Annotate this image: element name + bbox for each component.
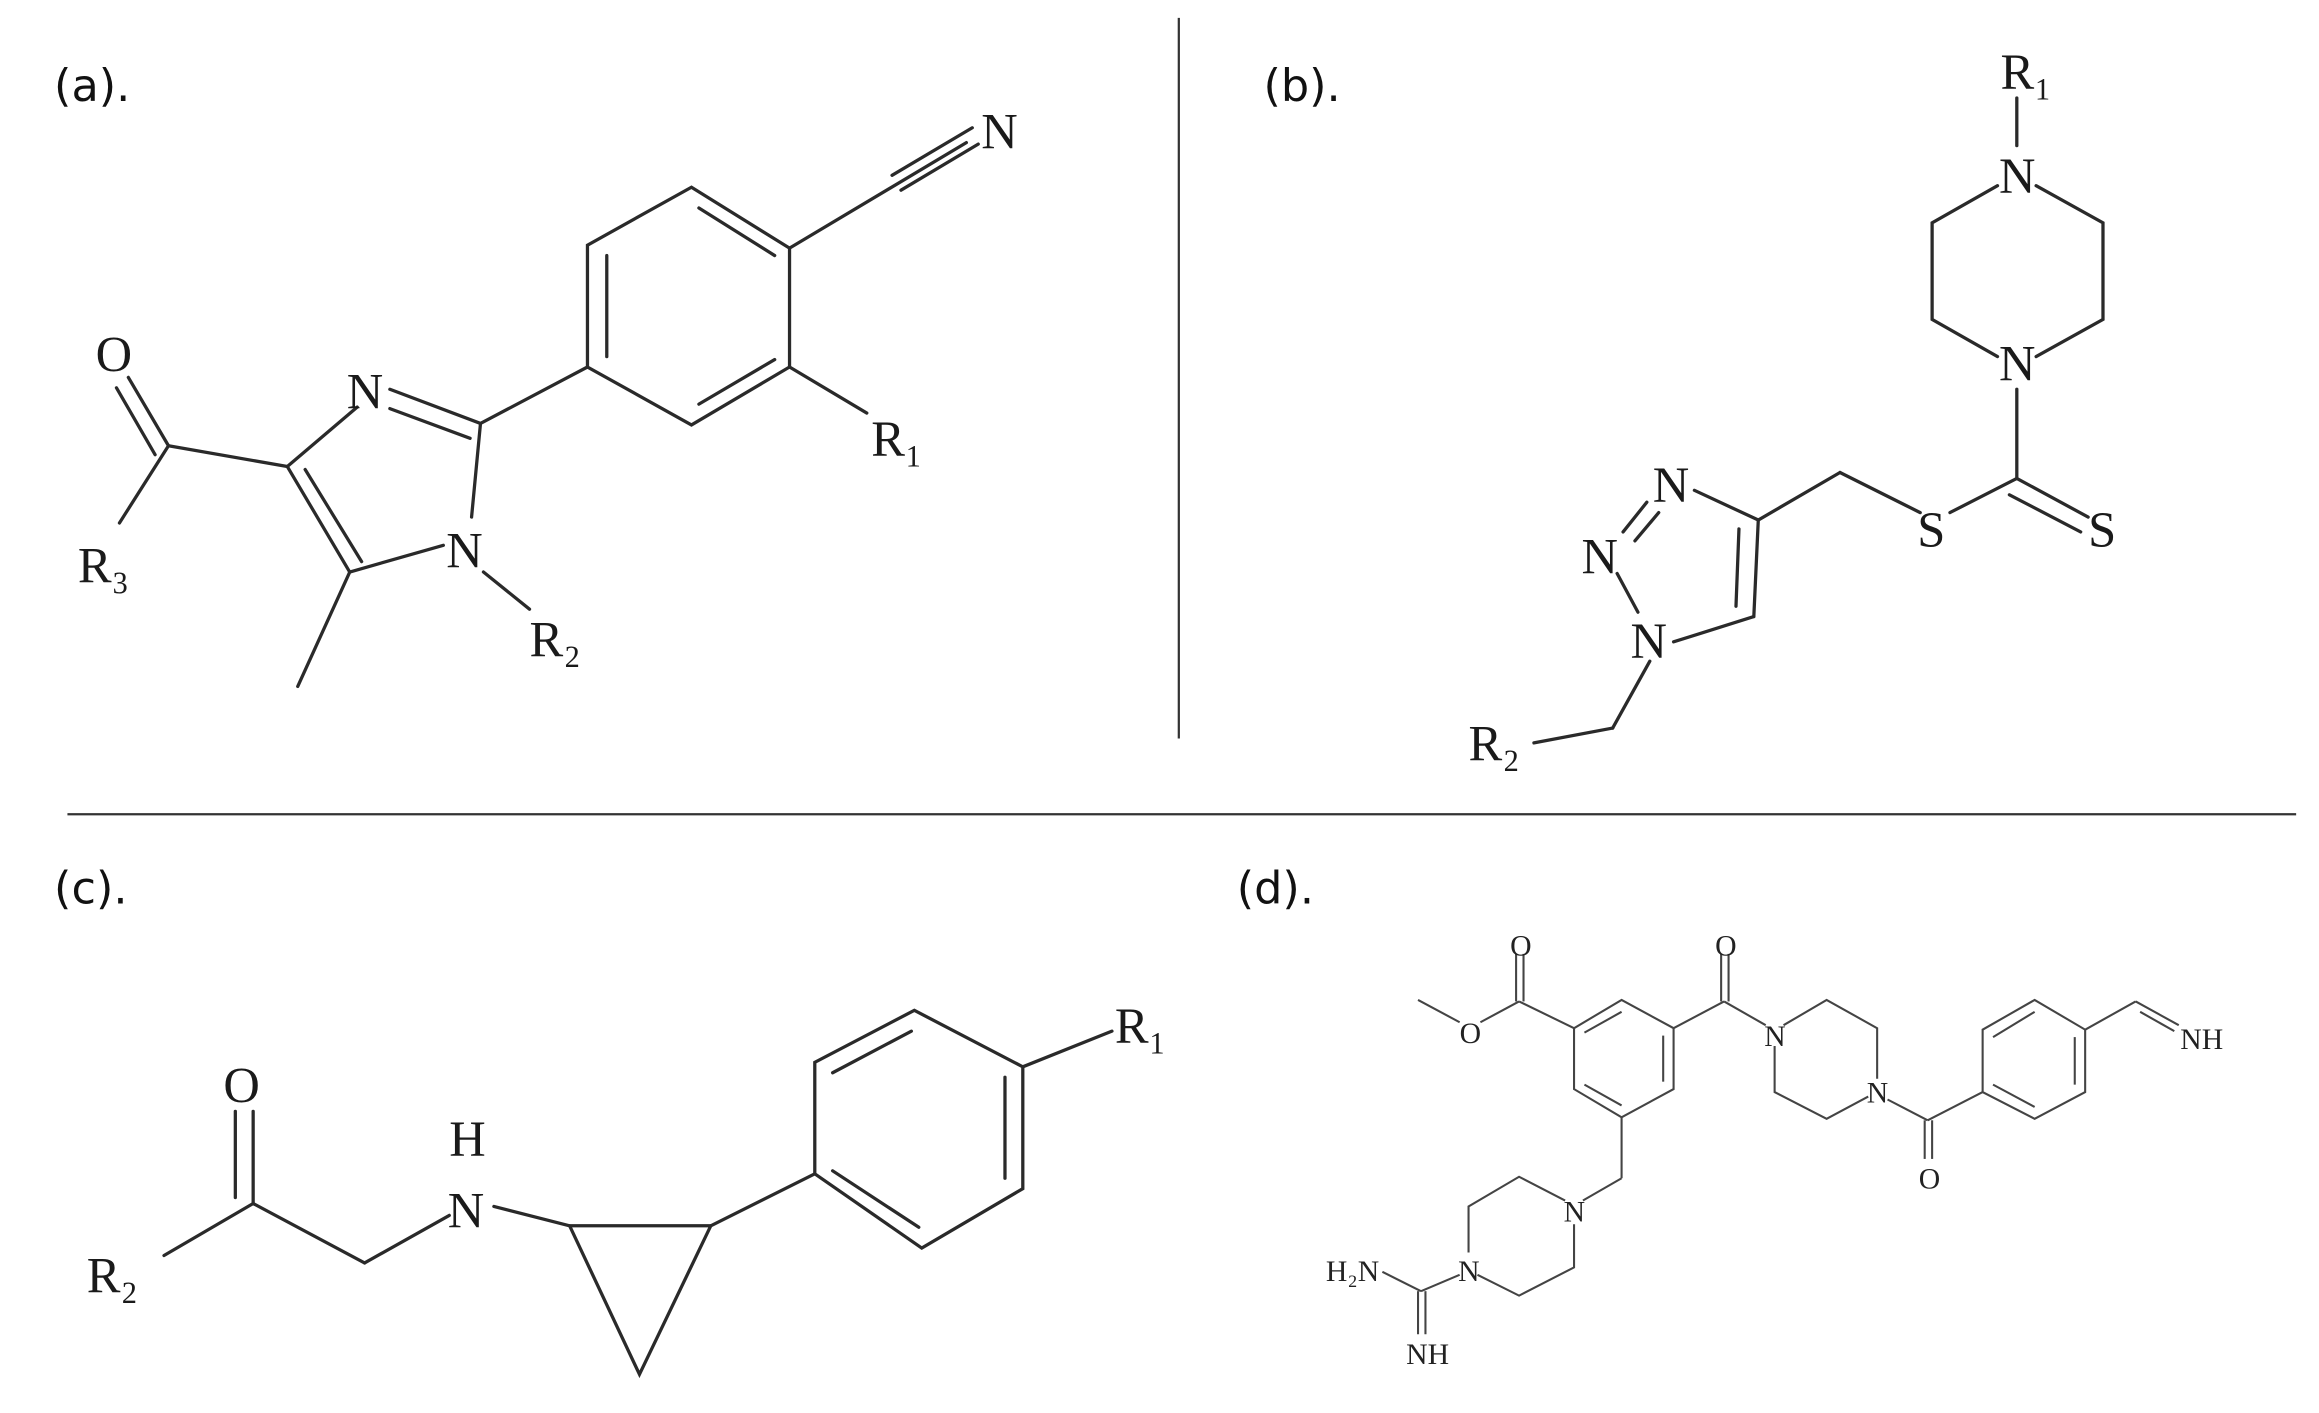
atom-imidazole-n3: N — [347, 364, 383, 420]
atom-amine-h2n: H₂N — [1326, 1256, 1379, 1288]
atom-piperazine-n-b: N — [1867, 1077, 1888, 1109]
panel-d-bonds — [1381, 953, 2180, 1335]
substituent-r2: R₂ — [87, 1248, 138, 1304]
panel-b: (b). R₁ N N S — [1264, 44, 2117, 772]
atom-piperazine2-n-d: N — [1458, 1256, 1479, 1288]
atom-triazole-n3: N — [1653, 457, 1689, 513]
panel-b-bonds — [1532, 96, 2105, 745]
panel-a-label: (a). — [54, 60, 130, 112]
atom-amide-o: O — [1715, 930, 1736, 962]
atom-nitrile-n: N — [981, 104, 1017, 160]
atom-triazole-n1: N — [1631, 613, 1667, 669]
atom-triazole-n2: N — [1581, 529, 1617, 585]
atom-ketone-o: O — [1919, 1164, 1940, 1196]
atom-carbonyl-o: O — [223, 1057, 259, 1113]
panel-a-bonds — [114, 126, 980, 689]
atom-thioester-s: S — [1917, 502, 1945, 558]
panel-c-label: (c). — [54, 862, 127, 914]
atom-ester-carbonyl-o: O — [1510, 930, 1531, 962]
panel-b-label: (b). — [1264, 60, 1341, 112]
atom-amine-n: N — [448, 1182, 484, 1238]
substituent-r1: R₁ — [2000, 44, 2051, 100]
atom-piperazine-n-a: N — [1764, 1021, 1785, 1053]
substituent-r2: R₂ — [1469, 716, 1520, 772]
atom-thione-s: S — [2088, 502, 2116, 558]
atom-piperazine-n-bottom: N — [1999, 335, 2035, 391]
atom-ester-o: O — [1460, 1018, 1481, 1050]
atom-carbonyl-o: O — [96, 326, 132, 382]
atom-imine-nh: NH — [2180, 1024, 2223, 1056]
atom-piperazine-n-top: N — [1999, 148, 2035, 204]
substituent-r3: R₃ — [78, 537, 129, 593]
atom-amine-h: H — [449, 1111, 485, 1167]
panel-d-label: (d). — [1237, 862, 1314, 914]
substituent-r1: R₁ — [871, 411, 922, 467]
atom-piperazine2-n-c: N — [1564, 1196, 1585, 1228]
substituent-r2: R₂ — [530, 612, 581, 668]
panel-c: (c). O H N R₁ R₂ — [54, 862, 1166, 1379]
atom-guanidine-nh: NH — [1406, 1339, 1449, 1371]
panel-d: (d). — [1237, 862, 2223, 1371]
atom-imidazole-n1: N — [446, 523, 482, 579]
panel-c-bonds — [162, 1008, 1114, 1379]
substituent-r1: R₁ — [1115, 998, 1166, 1054]
panel-a: (a). — [54, 60, 1018, 689]
